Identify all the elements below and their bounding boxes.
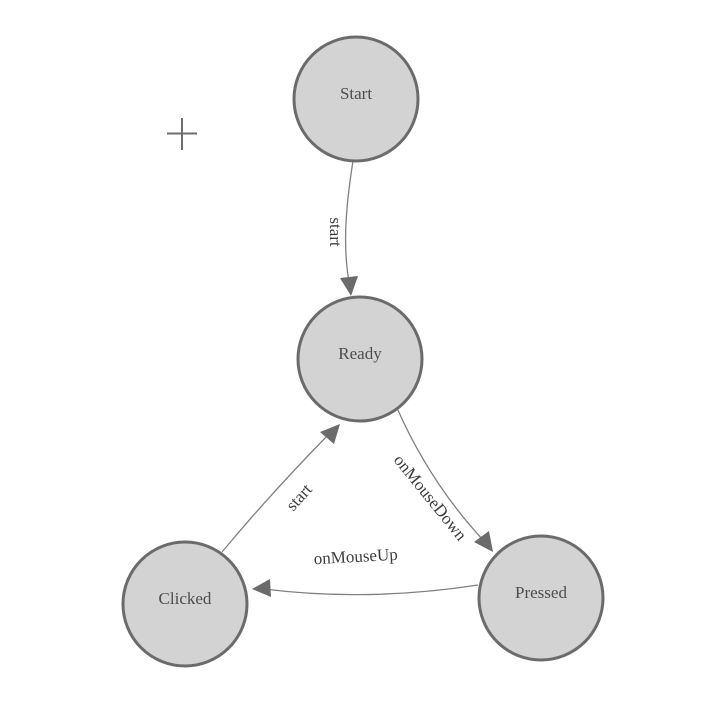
node-clicked[interactable]: Clicked — [121, 540, 249, 668]
edge-clicked-to-ready[interactable]: start — [221, 424, 340, 553]
edge-label-onmousedown: onMouseDown — [390, 451, 471, 545]
edge-pressed-to-clicked-path[interactable] — [263, 584, 479, 596]
node-clicked-circle[interactable] — [121, 540, 249, 668]
edge-ready-to-pressed-path[interactable] — [396, 407, 485, 542]
edge-label-start-2: start — [282, 480, 316, 515]
node-ready-circle[interactable] — [296, 295, 424, 423]
edge-label-onmouseup: onMouseUp — [313, 545, 398, 568]
node-pressed[interactable]: Pressed — [477, 534, 605, 662]
arrowhead-icon — [474, 531, 493, 552]
node-pressed-circle[interactable] — [477, 534, 605, 662]
node-ready[interactable]: Ready — [296, 295, 424, 423]
edge-start-to-ready[interactable]: start — [326, 160, 358, 296]
node-start-circle[interactable] — [292, 35, 420, 163]
edge-clicked-to-ready-path[interactable] — [221, 431, 332, 553]
edge-label-start-1: start — [326, 217, 345, 247]
edge-ready-to-pressed[interactable]: onMouseDown — [390, 407, 493, 552]
edge-pressed-to-clicked[interactable]: onMouseUp — [252, 545, 479, 597]
edge-start-to-ready-path[interactable] — [344, 160, 354, 288]
arrowhead-icon — [252, 579, 271, 597]
crosshair-icon — [167, 118, 197, 150]
arrowhead-icon — [320, 424, 340, 444]
arrowhead-icon — [340, 276, 358, 296]
node-start[interactable]: Start — [292, 35, 420, 163]
